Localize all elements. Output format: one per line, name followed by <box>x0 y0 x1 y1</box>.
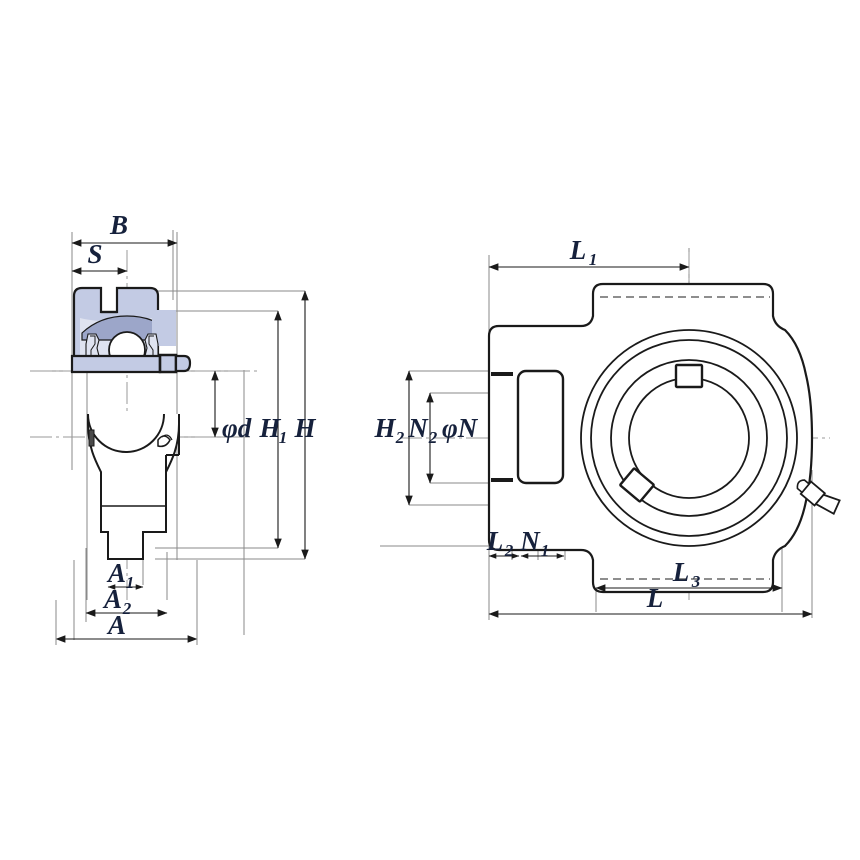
dimension-A: A <box>55 560 198 645</box>
dimension-label-N2-sub: 2 <box>428 428 438 447</box>
dimension-label-S: S <box>87 239 102 269</box>
dimension-label-L3-sub: 3 <box>691 572 701 591</box>
dimension-label-A1-sub: 1 <box>126 573 135 592</box>
grease-nipple-base <box>796 479 811 494</box>
bearing-section <box>70 286 192 374</box>
setscrew-head <box>174 354 192 373</box>
dimension-label-L2: L <box>486 526 504 556</box>
dimension-B: B <box>71 210 178 247</box>
dimension-L: L <box>488 583 813 618</box>
housing-profile <box>87 414 180 560</box>
dimension-label-B: B <box>109 210 128 240</box>
dimension-label-H2-sub: 2 <box>395 428 405 447</box>
dimension-label-A1: A <box>106 558 126 588</box>
dimension-L3: L 3 <box>595 557 783 592</box>
dimension-label-H: H <box>293 413 316 443</box>
dimension-H1: H 1 <box>258 310 288 549</box>
right-view-group: L 1 H 2 N 2 φN L 2 N 1 <box>373 235 841 620</box>
dimension-label-L1-sub: 1 <box>589 250 598 269</box>
lock-detail <box>157 434 173 448</box>
setscrew-lower-left <box>619 467 655 503</box>
grease-nipple-head <box>814 493 841 515</box>
dimension-label-N1: N <box>519 526 541 556</box>
dimension-label-H1: H <box>258 413 281 443</box>
takeup-slot-block <box>491 369 565 485</box>
dimension-label-phi-d: φd <box>222 413 252 443</box>
dimension-label-H1-sub: 1 <box>279 428 288 447</box>
dimension-label-A2-sub: 2 <box>122 599 132 618</box>
dimension-phi-N: φN <box>442 413 479 443</box>
left-view-group: B S H H 1 φd A 1 <box>30 210 316 645</box>
inner-ring-extension <box>70 354 162 374</box>
housing-right-boss <box>165 414 180 472</box>
slot-block <box>516 369 565 485</box>
grease-nipple <box>796 479 841 515</box>
bearing-seal-left <box>85 333 100 357</box>
dimension-label-L3: L <box>672 557 690 587</box>
right-view-housing-outline <box>487 282 814 594</box>
dimension-label-L2-sub: 2 <box>504 541 514 560</box>
dimension-label-N1-sub: 1 <box>541 541 550 560</box>
dimension-H: H <box>293 290 316 560</box>
bore-circle-outer <box>580 329 798 547</box>
dimension-H2: H 2 <box>373 370 413 506</box>
dimension-A2: A 2 <box>85 584 168 618</box>
dimension-label-phi-N: φN <box>442 413 479 443</box>
dimension-N1: N 1 <box>519 526 565 560</box>
setscrew-top <box>674 363 704 389</box>
setscrew-group <box>619 363 704 503</box>
dimension-S: S <box>71 239 128 275</box>
bore-circle-second <box>590 339 788 537</box>
bore-circle-third <box>610 359 768 517</box>
housing-left-notch <box>88 429 95 447</box>
dimension-label-A: A <box>106 610 126 640</box>
bore-circle-group <box>580 329 798 547</box>
dimension-label-L1: L <box>569 235 587 265</box>
dimension-label-H2: H <box>373 413 396 443</box>
dimension-A1: A 1 <box>106 558 144 592</box>
dimension-L1: L 1 <box>488 235 690 271</box>
right-view-hidden-lines <box>600 296 770 580</box>
dimension-label-L: L <box>646 583 664 613</box>
dimension-L2: L 2 <box>486 526 520 560</box>
dimension-phi-d: φd <box>211 370 252 443</box>
dimension-label-N2: N <box>407 413 429 443</box>
bearing-seal-right <box>144 333 159 357</box>
dimension-N2: N 2 <box>407 392 438 484</box>
dimension-label-A2: A <box>102 584 122 614</box>
setscrew-boss <box>158 353 178 374</box>
